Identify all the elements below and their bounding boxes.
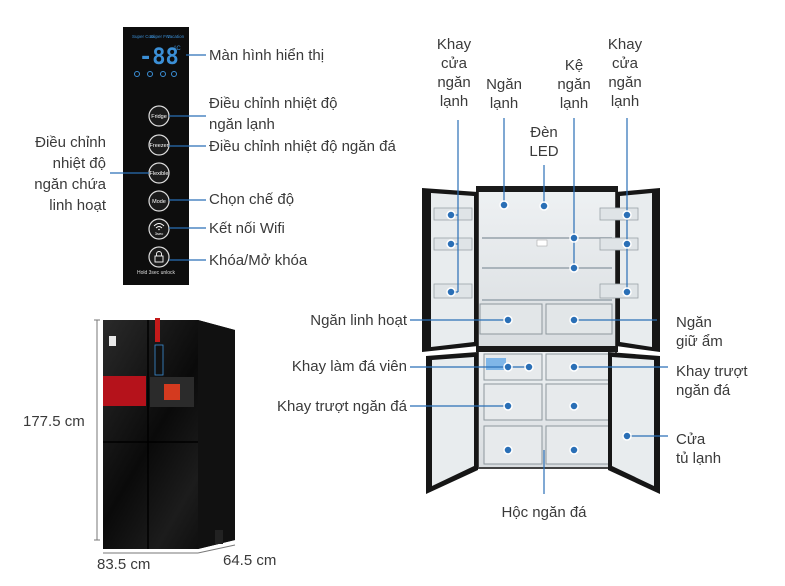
label-line: lạnh [439, 93, 469, 110]
super-frz-label: Super Frz [150, 34, 171, 39]
label-flex-line2: nhiệt độ [52, 155, 106, 172]
label-freezer-slide-right: Khay trượt ngăn đá [676, 362, 748, 400]
label-fridge-temp-line1: Điều chỉnh nhiệt độ [209, 95, 338, 112]
label-line: giữ ẩm [676, 333, 723, 350]
panel-callout-lines [110, 54, 206, 261]
label-flex-line4: linh hoạt [49, 197, 106, 214]
label-line: tủ lạnh [676, 450, 722, 467]
label-line: lạnh [489, 95, 519, 112]
flexible-button-label: Flexible [150, 171, 169, 177]
label-line: Khay [607, 36, 643, 53]
label-flex-line1: Điều chỉnh [35, 134, 106, 151]
label-fridge-door: Cửa tủ lạnh [676, 430, 721, 468]
lock-caption: Hold 3sec unlock [137, 270, 176, 276]
label-line: Cửa [676, 431, 706, 448]
label-line: Ngăn [676, 314, 712, 331]
label-led: Đèn LED [518, 123, 570, 161]
mode-button[interactable]: Mode [148, 190, 170, 212]
control-panel: Super Cool Super Frz Vacation -88 °C Fri… [123, 27, 189, 285]
label-fridge-compartment: Ngăn lạnh [478, 75, 530, 113]
dimension-width: 83.5 cm [97, 556, 151, 573]
lock-button[interactable]: Hold 3sec unlock [137, 246, 176, 276]
label-line: ngăn [608, 74, 642, 91]
label-mode: Chọn chế độ [209, 191, 295, 208]
display-digits: -88 [139, 45, 179, 70]
flexible-button[interactable]: Flexible [148, 162, 170, 184]
label-freezer-slide-left: Khay trượt ngăn đá [277, 398, 407, 415]
label-line: Khay trượt [676, 363, 748, 380]
label-flex-drawer: Ngăn linh hoạt [310, 312, 407, 329]
label-line: cửa [612, 55, 638, 72]
label-wifi: Kết nối Wifi [209, 220, 285, 237]
label-line: Ngăn [486, 76, 522, 93]
dimension-height: 177.5 cm [23, 413, 85, 430]
label-freezer-box: Hộc ngăn đá [501, 504, 587, 521]
mode-button-label: Mode [152, 199, 166, 205]
dimension-lines [94, 319, 236, 554]
label-line: ngăn [437, 74, 471, 91]
label-flex-line3: ngăn chứa [34, 176, 106, 193]
label-lock: Khóa/Mở khóa [209, 252, 308, 269]
super-cool-label: Super Cool [132, 34, 155, 39]
label-line: ngăn đá [676, 382, 731, 399]
fridge-closed [103, 318, 235, 549]
label-line: lạnh [610, 93, 640, 110]
vacation-label: Vacation [167, 34, 185, 39]
fridge-button-label: Fridge [151, 114, 167, 120]
label-ice-tray: Khay làm đá viên [291, 358, 407, 375]
label-freezer-temp: Điều chỉnh nhiệt độ ngăn đá [209, 138, 396, 155]
dimension-depth: 64.5 cm [223, 552, 277, 569]
wifi-sub-label: 3sec [155, 231, 163, 236]
freezer-button-label: Freezer [150, 143, 169, 149]
label-line: Đèn [530, 124, 558, 141]
callout-dots [446, 200, 632, 455]
wifi-icon [153, 223, 165, 227]
unit-label: °C [174, 46, 181, 52]
label-line: ngăn [557, 76, 591, 93]
wifi-button[interactable]: 3sec [148, 218, 170, 240]
label-line: cửa [441, 55, 467, 72]
label-fridge-temp-line2: ngăn lạnh [209, 116, 275, 133]
display-screen: Super Cool Super Frz Vacation -88 °C [132, 34, 185, 77]
label-line: lạnh [559, 95, 589, 112]
label-line: Kệ [564, 57, 584, 74]
fridge-open [422, 186, 660, 494]
label-door-tray-right: Khay cửa ngăn lạnh [599, 35, 651, 111]
lock-icon [154, 255, 164, 263]
freezer-button[interactable]: Freezer [148, 134, 170, 156]
label-shelf: Kệ ngăn lạnh [548, 56, 600, 113]
label-line: Khay [436, 36, 472, 53]
label-line: LED [529, 143, 559, 160]
label-door-tray-left: Khay cửa ngăn lạnh [428, 35, 480, 111]
label-humid-drawer: Ngăn giữ ẩm [676, 313, 723, 351]
label-display: Màn hình hiển thị [209, 47, 325, 64]
fridge-button[interactable]: Fridge [148, 105, 170, 127]
